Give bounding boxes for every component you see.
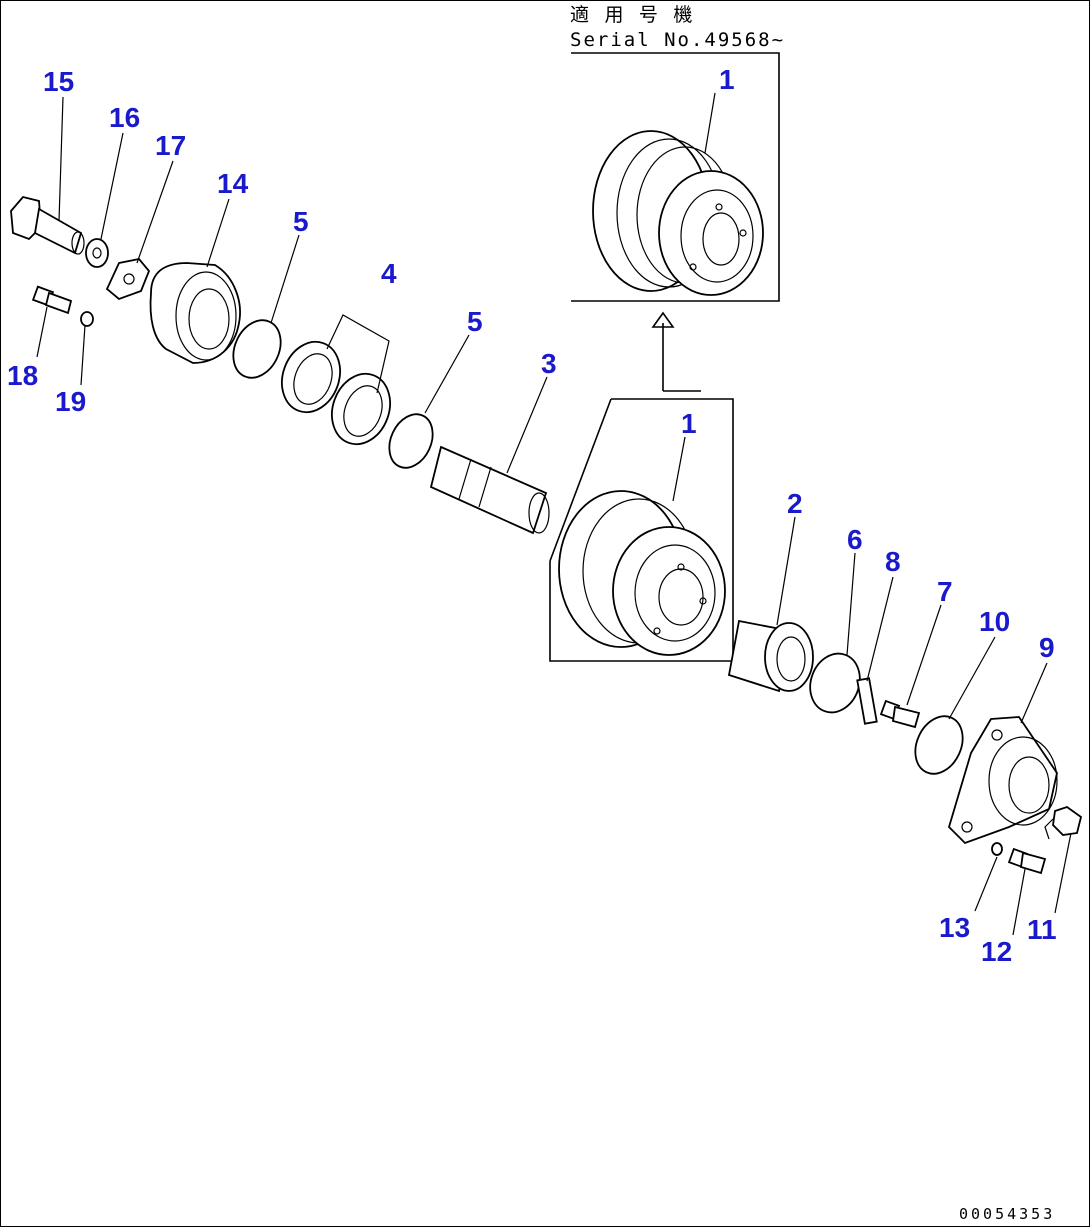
callout-5-left: 5: [293, 206, 309, 237]
callout-3: 3: [541, 348, 557, 379]
o-ring-10: [914, 715, 964, 775]
callout-12: 12: [981, 936, 1012, 967]
washer-13: [991, 842, 1003, 856]
collar-14: [149, 262, 241, 364]
callout-1-main: 1: [681, 408, 697, 439]
up-arrow-icon: [651, 311, 675, 391]
bolt-12: [1007, 847, 1047, 875]
callout-19: 19: [55, 386, 86, 417]
callout-17: 17: [155, 130, 186, 161]
roller-assembly-main: [558, 490, 726, 656]
inset-frame-top: [571, 52, 780, 302]
bolt-11: [1044, 806, 1083, 840]
callout-7: 7: [937, 576, 953, 607]
o-ring-5-right: [388, 413, 434, 469]
callout-14: 14: [217, 168, 249, 199]
washer-16: [85, 238, 109, 268]
drawing-number: 00054353: [959, 1205, 1055, 1223]
roller-assembly-top: [592, 130, 764, 296]
plate-8: [856, 677, 878, 725]
bolt-15: [10, 195, 85, 255]
housing-9: [947, 716, 1058, 845]
callout-2: 2: [787, 488, 803, 519]
callout-6: 6: [847, 524, 863, 555]
leader-lines: [36, 92, 1072, 936]
callout-16: 16: [109, 102, 140, 133]
o-ring-5-left: [232, 319, 282, 379]
callout-5-right: 5: [467, 306, 483, 337]
callout-4: 4: [381, 258, 397, 289]
callout-15: 15: [43, 66, 74, 97]
callout-18: 18: [7, 360, 38, 391]
callout-11: 11: [1027, 914, 1057, 945]
washer-19: [80, 311, 94, 327]
serial-range-label: Serial No.49568~: [570, 29, 785, 51]
callout-1-top: 1: [719, 64, 735, 95]
floating-seal-4: [281, 340, 391, 446]
cover-6: [809, 652, 861, 714]
bolt-7: [879, 699, 921, 729]
applicable-model-label: 適 用 号 機: [570, 4, 694, 26]
callout-10: 10: [979, 606, 1010, 637]
callout-9: 9: [1039, 632, 1055, 663]
bolt-18: [31, 285, 73, 315]
shaft-3: [429, 445, 550, 535]
lock-plate-17: [105, 258, 151, 301]
bushing-2: [727, 619, 814, 693]
callout-13: 13: [939, 912, 970, 943]
callout-8: 8: [885, 546, 901, 577]
